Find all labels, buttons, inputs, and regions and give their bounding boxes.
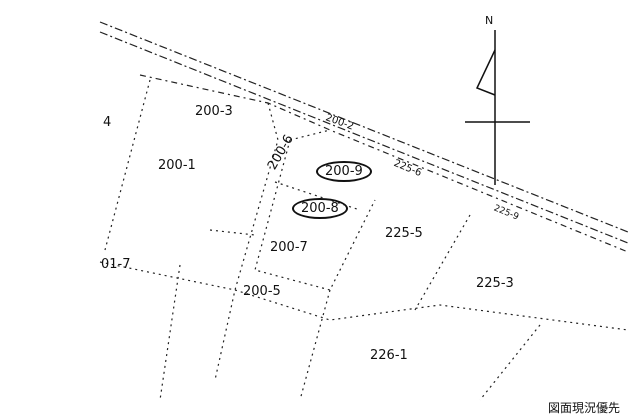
parcel-line xyxy=(414,214,471,311)
parcel-label: 200-7 xyxy=(270,240,308,255)
parcel-line xyxy=(299,289,331,401)
parcel-label-highlighted: 200-9 xyxy=(316,161,372,182)
parcel-label: 225-3 xyxy=(476,276,514,291)
parcel-line xyxy=(159,264,181,401)
parcel-line xyxy=(289,129,331,141)
parcel-label: 4 xyxy=(103,115,112,130)
parcel-label: 226-1 xyxy=(370,348,408,363)
parcel-line xyxy=(234,289,628,331)
parcel-line xyxy=(479,324,541,401)
parcel-line xyxy=(254,139,376,291)
road-line-top xyxy=(99,21,628,233)
road-line-mid xyxy=(99,31,628,244)
parcel-label: 200-3 xyxy=(195,104,233,119)
parcel-line xyxy=(209,229,256,236)
map-caption: 図面現況優先 xyxy=(547,401,620,415)
parcel-line xyxy=(99,261,236,291)
north-arrow-icon xyxy=(465,30,530,185)
road-line-bottom xyxy=(139,74,628,253)
parcel-line xyxy=(214,102,279,381)
north-label: N xyxy=(485,14,494,27)
parcel-label-highlighted: 200-8 xyxy=(292,198,348,219)
parcel-label: 200-1 xyxy=(158,158,196,173)
parcel-label: 225-5 xyxy=(385,226,423,241)
parcel-line xyxy=(104,79,151,251)
parcel-label: 200-5 xyxy=(243,284,281,299)
parcel-label: 01-7 xyxy=(101,257,131,272)
